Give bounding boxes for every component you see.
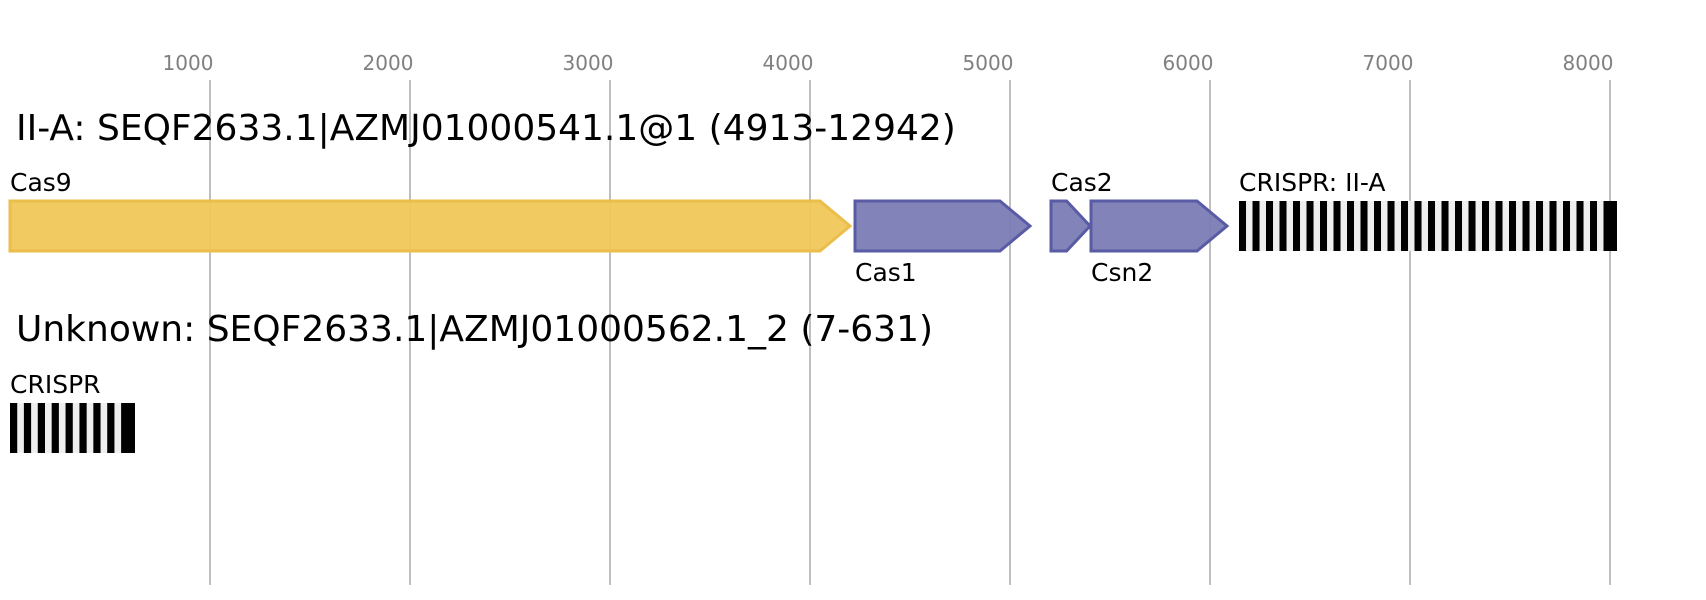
crispr-repeat (51, 403, 59, 453)
crispr-repeat (10, 403, 18, 453)
gene-arrow-csn2[interactable] (1089, 199, 1230, 253)
tick-label-1000: 1000 (163, 51, 214, 75)
crispr-repeat (1279, 201, 1287, 251)
feature-label-crispr-ii-a: CRISPR: II-A (1239, 168, 1385, 197)
feature-label-cas1: Cas1 (855, 258, 917, 287)
crispr-repeat (1563, 201, 1571, 251)
crispr-repeat (1320, 201, 1328, 251)
tick-label-3000: 3000 (563, 51, 614, 75)
crispr-repeat (1428, 201, 1436, 251)
crispr-repeat (1239, 201, 1247, 251)
crispr-repeat (121, 403, 129, 453)
crispr-repeat (1549, 201, 1557, 251)
crispr-repeat (1509, 201, 1517, 251)
crispr-repeat (1333, 201, 1341, 251)
tick-label-6000: 6000 (1163, 51, 1214, 75)
crispr-repeat (1536, 201, 1544, 251)
feature-label-csn2: Csn2 (1091, 258, 1153, 287)
tick-label-5000: 5000 (963, 51, 1014, 75)
tick-label-4000: 4000 (763, 51, 814, 75)
tick-label-7000: 7000 (1363, 51, 1414, 75)
crispr-repeat (37, 403, 45, 453)
crispr-repeat (1266, 201, 1274, 251)
crispr-repeat (1306, 201, 1314, 251)
crispr-repeat (1455, 201, 1463, 251)
crispr-repeat (1293, 201, 1301, 251)
gene-arrow-cas9[interactable] (8, 199, 853, 253)
gene-arrow-cas1[interactable] (853, 199, 1033, 253)
grid-layer (209, 80, 1611, 585)
crispr-repeat (1387, 201, 1395, 251)
locus-title-2: Unknown: SEQF2633.1|AZMJ01000562.1_2 (7-… (16, 309, 933, 350)
crispr-repeat (1414, 201, 1422, 251)
crispr-repeat (1468, 201, 1476, 251)
tick-label-8000: 8000 (1563, 51, 1614, 75)
crispr-repeat (1360, 201, 1368, 251)
crispr-repeat (1576, 201, 1584, 251)
locus-title-1: II-A: SEQF2633.1|AZMJ01000541.1@1 (4913-… (16, 108, 956, 149)
crispr-array-crispr[interactable] (10, 403, 135, 453)
crispr-repeat (1252, 201, 1260, 251)
feature-label-cas9: Cas9 (10, 168, 72, 197)
crispr-array-crispr-ii-a[interactable] (1239, 201, 1617, 251)
crispr-repeat (23, 403, 32, 453)
crispr-repeat (1401, 201, 1409, 251)
gene-arrow-cas2[interactable] (1049, 199, 1093, 253)
crispr-repeat (79, 403, 87, 453)
feature-label-crispr: CRISPR (10, 370, 101, 399)
tick-labels: 1000 2000 3000 4000 5000 6000 7000 8000 (163, 51, 1614, 75)
crispr-repeat (127, 403, 135, 453)
crispr-repeat (93, 403, 101, 453)
crispr-repeat (1609, 201, 1617, 251)
feature-label-cas2: Cas2 (1051, 168, 1113, 197)
crispr-repeat (1590, 201, 1598, 251)
crispr-repeat (1441, 201, 1449, 251)
crispr-repeat (1603, 201, 1611, 251)
crispr-repeat (1522, 201, 1530, 251)
crispr-repeat (1495, 201, 1503, 251)
tick-label-2000: 2000 (363, 51, 414, 75)
crispr-repeat (1482, 201, 1490, 251)
locus-2-features: CRISPR (10, 370, 135, 453)
crispr-repeat (107, 403, 115, 453)
crispr-repeat (1374, 201, 1382, 251)
crispr-repeat (65, 403, 73, 453)
crispr-repeat (1347, 201, 1355, 251)
